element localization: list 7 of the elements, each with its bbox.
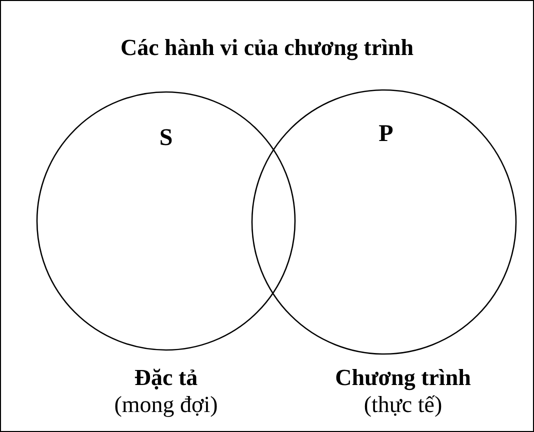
set-note: (thực tế): [364, 392, 442, 418]
set-label: P: [378, 121, 394, 148]
heading: Các hành vi của chương trình: [120, 35, 414, 61]
set-note: (mong đợi): [114, 392, 218, 418]
set-name: Đặc tả: [134, 365, 198, 391]
set-label: S: [159, 125, 173, 152]
set-name: Chương trình: [335, 365, 471, 391]
